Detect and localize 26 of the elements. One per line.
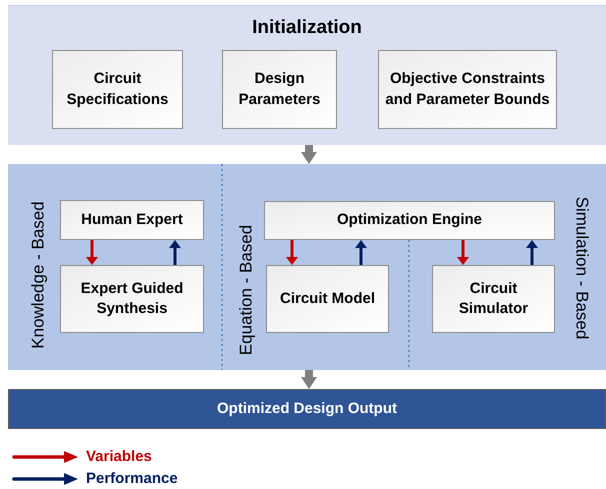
arrow xyxy=(301,145,317,164)
arrow xyxy=(526,240,538,265)
method-panel xyxy=(8,164,606,370)
arrow xyxy=(86,240,98,265)
process-box: Human Expert xyxy=(60,200,204,240)
process-box: Design Parameters xyxy=(222,50,337,129)
process-box: Objective Constraints and Parameter Bounds xyxy=(378,50,557,129)
legend-label: Variables xyxy=(86,448,152,466)
arrow xyxy=(355,240,367,265)
initialization-panel xyxy=(8,5,606,145)
process-box: Circuit Model xyxy=(266,265,389,333)
arrow xyxy=(457,240,469,265)
process-box: Expert Guided Synthesis xyxy=(60,265,204,333)
panel-title: Initialization xyxy=(252,16,362,40)
process-box: Optimization Engine xyxy=(264,201,555,240)
arrow xyxy=(286,240,298,265)
output-bar xyxy=(8,389,606,429)
category-label: Knowledge - Based xyxy=(30,201,46,349)
legend-label: Performance xyxy=(86,470,178,488)
category-label: Simulation - Based xyxy=(574,196,590,340)
process-box: Circuit Simulator xyxy=(432,265,555,333)
category-label: Equation - Based xyxy=(238,224,254,356)
arrow xyxy=(169,240,181,265)
process-box: Circuit Specifications xyxy=(52,50,183,129)
arrow xyxy=(301,370,317,389)
output-label: Optimized Design Output xyxy=(217,398,397,419)
